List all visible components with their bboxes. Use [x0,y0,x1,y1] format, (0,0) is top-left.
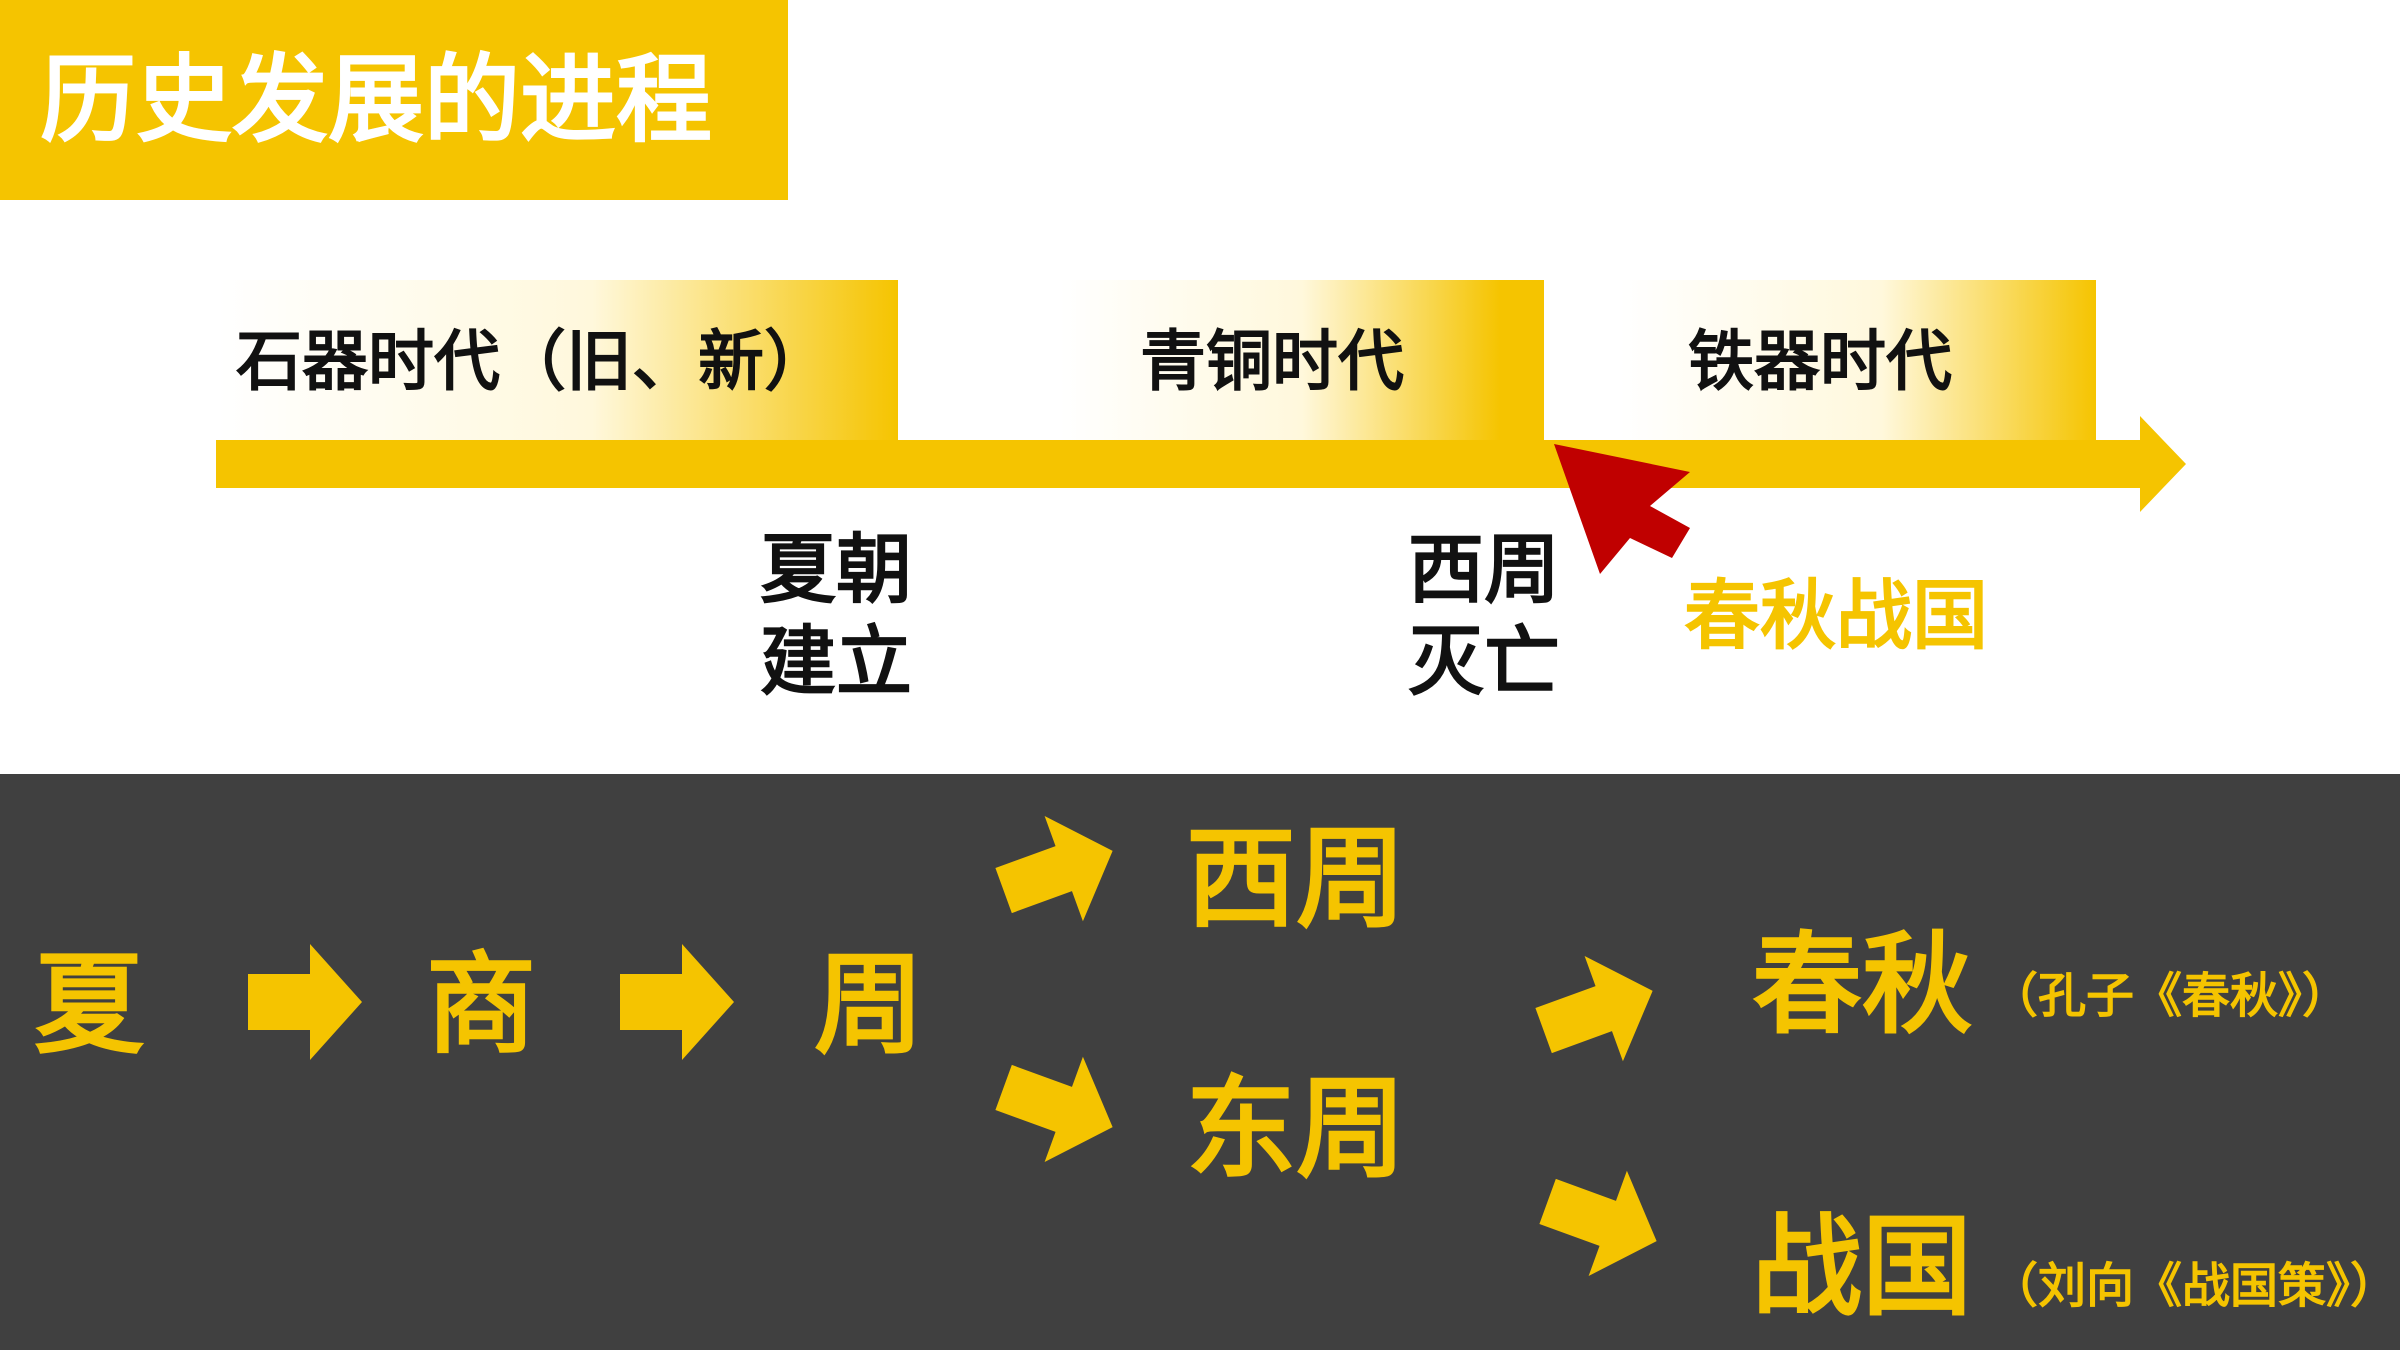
period-chunqiu-note: （孔子《春秋》） [1990,968,2351,1024]
split-arrow-xizhou [995,816,1113,922]
dynasty-dongzhou: 东周 [1186,1065,1406,1193]
era-label-stone: 石器时代（旧、新） [236,323,830,400]
period-chunqiu: 春秋 [1752,921,1972,1049]
title-banner [0,0,788,200]
pointer-label: 春秋战国 [1684,571,1988,660]
dynasty-xizhou: 西周 [1186,815,1406,943]
era-band-iron [1620,280,2096,440]
era-band-stone [218,280,898,440]
split-arrow-chunqiu [1535,956,1653,1062]
dynasty-shang: 商 [426,941,536,1069]
era-band-bronze [1060,280,1500,440]
event-xizhou-line2: 灭亡 [1408,617,1560,706]
split-arrow-dongzhou [995,1056,1113,1162]
event-xizhou-line1: 西周 [1408,525,1560,614]
chain-arrow-1 [248,944,362,1060]
event-xizhou: 西周 灭亡 [1408,524,1560,708]
page-title: 历史发展的进程 [40,44,712,156]
chain-arrow-2 [620,944,734,1060]
pointer-arrow [1554,444,1690,574]
dynasty-zhou: 周 [814,941,924,1069]
event-xia: 夏朝 建立 [760,524,912,708]
timeline-arrow [216,416,2186,512]
period-zhanguo-note: （刘向《战国策》） [1990,1258,2399,1314]
split-arrow-zhanguo [1539,1170,1657,1276]
timeline-graphic [216,280,2186,574]
dynasty-xia: 夏 [34,941,144,1069]
event-xia-line1: 夏朝 [760,525,912,614]
era-band-divider [1500,280,1544,440]
period-zhanguo: 战国 [1752,1203,1972,1331]
dynasty-panel [0,774,2400,1350]
event-xia-line2: 建立 [760,617,912,706]
era-label-bronze: 青铜时代 [1140,323,1404,400]
era-label-iron: 铁器时代 [1688,323,1952,400]
